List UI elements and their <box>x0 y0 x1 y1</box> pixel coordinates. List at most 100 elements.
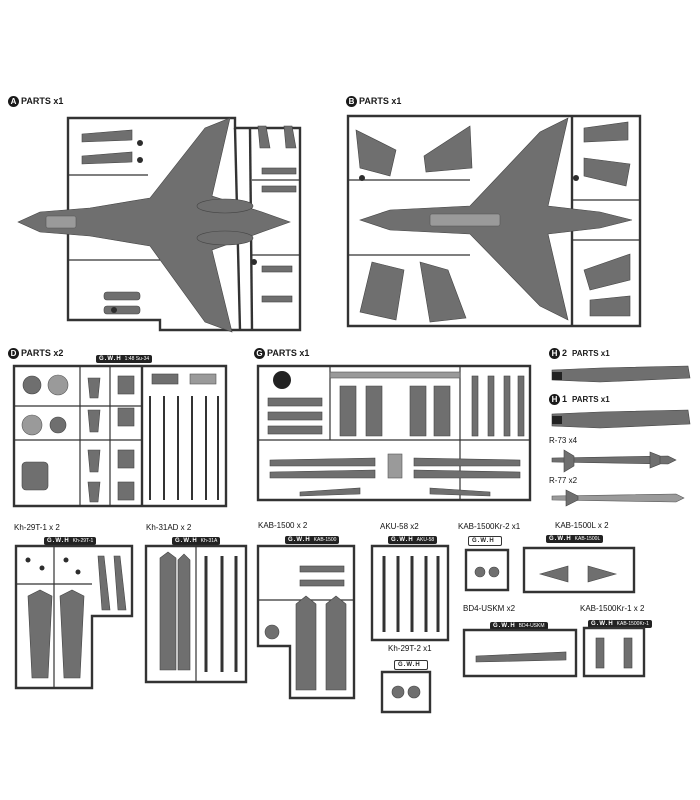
sprue-kh29t1 <box>14 544 134 690</box>
brand-tag: G.W.H <box>549 536 572 542</box>
part-a7 <box>261 167 297 175</box>
part-g6 <box>365 385 383 437</box>
kab1500kr1-tag-text: KAB-1500Kr-1 <box>616 621 649 627</box>
bd4-tag-text: BD4-USKM <box>518 623 545 629</box>
part-d12 <box>87 481 101 503</box>
kab1500-body-left <box>295 595 317 691</box>
part-d6 <box>87 377 101 399</box>
kab1500l-part-2 <box>587 565 618 583</box>
part-b1 <box>583 121 629 143</box>
kab1500kr1-label: KAB-1500Kr-1 x 2 <box>580 604 645 613</box>
brand-tag: G.W.H <box>47 538 70 544</box>
part-a1 <box>81 129 133 143</box>
part-d10 <box>87 449 101 473</box>
kr1-part-2 <box>623 637 633 669</box>
aku58-tag-text: AKU-58 <box>416 537 435 543</box>
part-g8 <box>433 385 451 437</box>
pylon-h2 <box>551 365 691 383</box>
sprue-aku58 <box>370 544 450 642</box>
kh29-body-left <box>27 589 53 679</box>
kh29t2-label: Kh-29T-2 x1 <box>388 644 432 653</box>
kab1500-body-right <box>325 595 347 691</box>
stabilizer-left <box>359 261 405 321</box>
pylon-h1 <box>551 409 691 429</box>
part-a9 <box>261 265 293 273</box>
kh29-fin-2 <box>113 555 127 611</box>
part-a10 <box>261 295 293 303</box>
sprue-bd4 <box>462 628 578 678</box>
wheel-d2 <box>47 374 69 396</box>
engine-nacelle-left <box>196 198 254 214</box>
wheel-d1 <box>22 375 42 395</box>
sprue-kh29t2 <box>380 670 432 714</box>
sprue-a-letter: A <box>8 96 19 108</box>
part-g17 <box>413 469 521 479</box>
exhaust-d5 <box>21 461 49 491</box>
part-d15 <box>189 373 217 385</box>
part-g10 <box>471 375 479 437</box>
sprue-h2-letter: H <box>549 348 560 360</box>
kab1500-tag-text: KAB-1500 <box>313 537 337 543</box>
sprue-kab1500kr1 <box>582 626 646 678</box>
sprue-h1-count: PARTS x1 <box>572 395 610 404</box>
r73-label: R-73 x4 <box>549 436 578 445</box>
kab1500-label: KAB-1500 x 2 <box>258 521 308 530</box>
part-d11 <box>117 449 135 469</box>
sprue-h1-letter: H <box>549 394 560 406</box>
part-d14 <box>151 373 179 385</box>
kab1500l-label: KAB-1500L x 2 <box>555 521 609 530</box>
part-g16 <box>413 457 521 467</box>
part-g5 <box>339 385 357 437</box>
r73-missile <box>551 455 677 465</box>
kh29t2-part-2 <box>407 685 421 699</box>
r77-label: R-77 x2 <box>549 476 578 485</box>
fuselage-upper-half <box>17 117 291 333</box>
sprue-h1-number: 1 <box>562 394 568 404</box>
brand-tag: G.W.H <box>99 356 122 362</box>
kh29-body-right <box>59 589 85 679</box>
kh29t1-tag-text: Kh-29T-1 <box>72 538 94 544</box>
part-a5 <box>257 125 271 149</box>
part-g13 <box>517 375 525 437</box>
kh29t1-label: Kh-29T-1 x 2 <box>14 523 60 532</box>
sprue-h <box>551 365 691 507</box>
kh29t2-sprue-tag: G.W.H <box>394 660 428 670</box>
r77-fin <box>565 489 579 507</box>
kab1500-fin-2 <box>299 579 345 587</box>
kab1500kr2-label: KAB-1500Kr-2 x1 <box>458 522 521 531</box>
kab1500-nose <box>264 624 280 640</box>
part-d9 <box>117 407 135 427</box>
sprue-a-count: PARTS x1 <box>21 96 64 106</box>
part-a4 <box>103 305 141 315</box>
bd4-label: BD4-USKM x2 <box>463 604 516 613</box>
aku58-label: AKU-58 x2 <box>380 522 419 531</box>
sprue-d <box>12 364 228 508</box>
sprue-h2-count: PARTS x1 <box>572 349 610 358</box>
brand-tag: G.W.H <box>175 538 198 544</box>
sprue-b <box>346 114 642 328</box>
part-g14 <box>269 457 376 467</box>
kab1500-fin-1 <box>299 565 345 573</box>
sprue-d-letter: D <box>8 348 19 360</box>
part-g12 <box>503 375 511 437</box>
part-g18 <box>387 453 403 479</box>
part-a6 <box>283 125 297 149</box>
stabilizer-right <box>419 261 467 323</box>
h1-gate <box>552 416 562 424</box>
part-g3 <box>267 411 323 421</box>
r73-canard <box>649 451 661 469</box>
vertical-fin-right <box>423 125 473 173</box>
part-g2 <box>267 397 323 407</box>
brand-tag: G.W.H <box>391 537 414 543</box>
d-tag-text: 1:48 Su-34 <box>124 356 150 362</box>
r73-fin <box>563 449 575 473</box>
